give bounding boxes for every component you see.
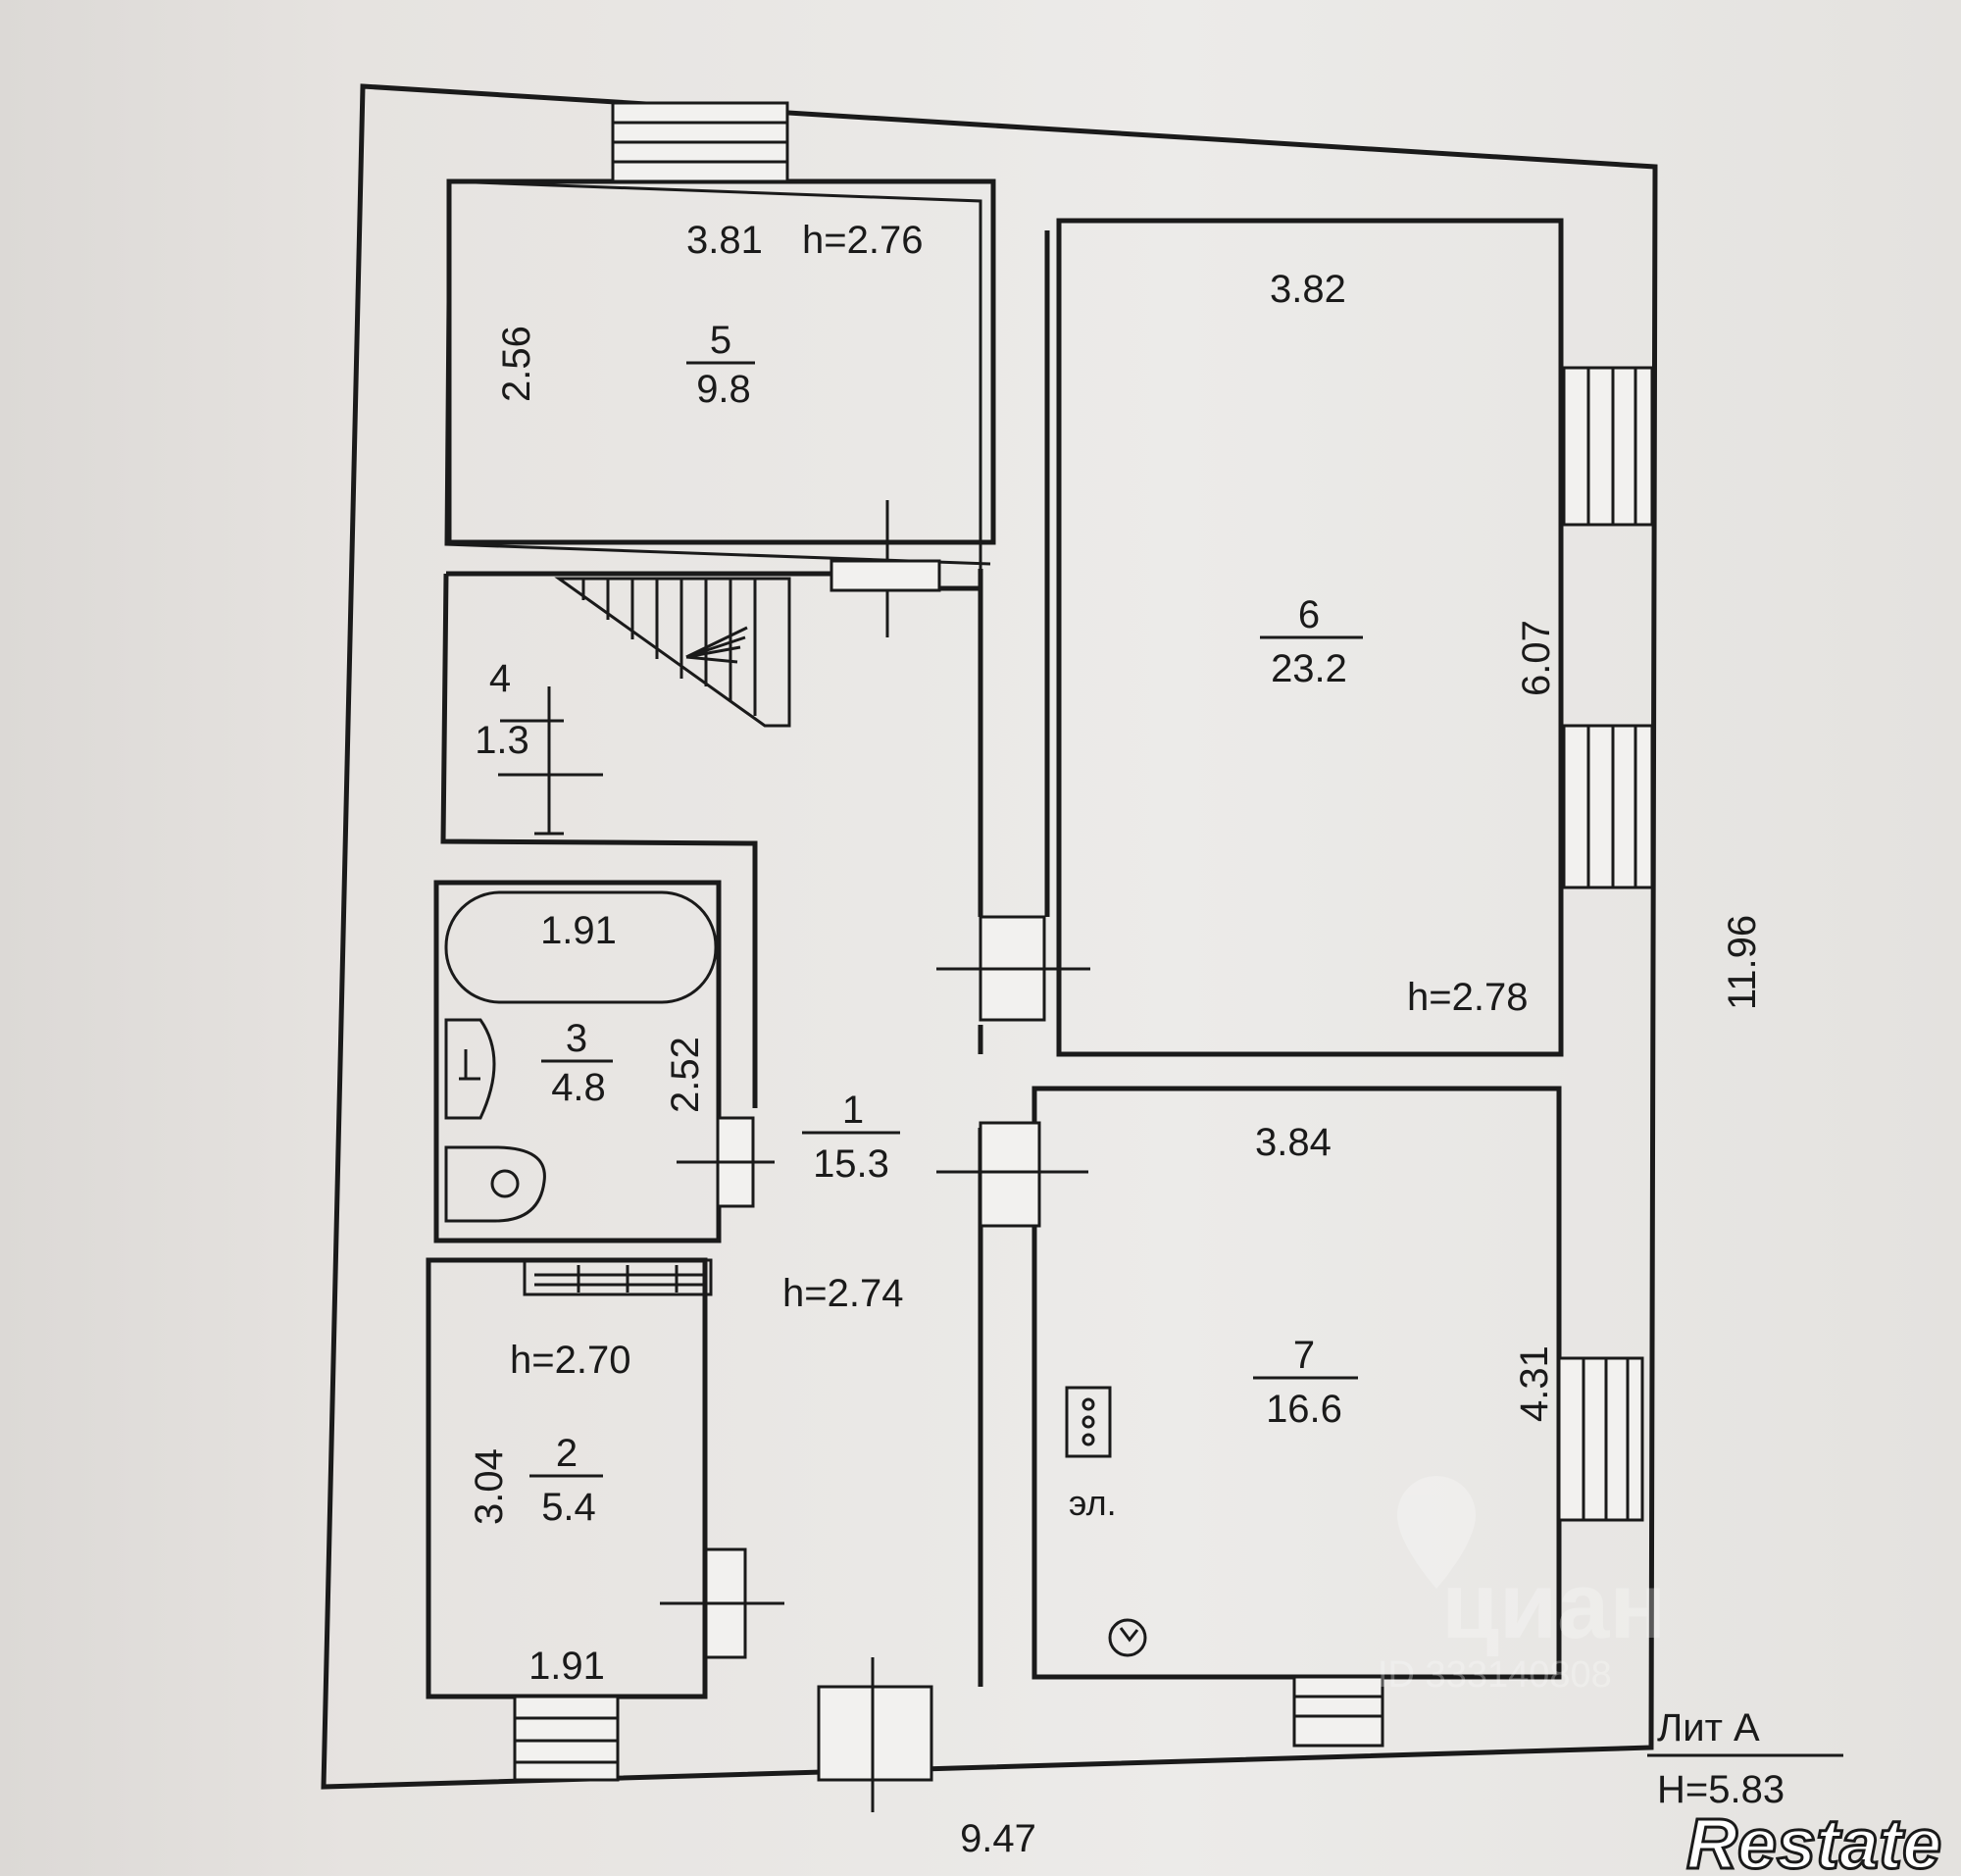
overall-length: 11.96	[1721, 915, 1764, 1010]
room-7-dim-right: 4.31	[1513, 1345, 1556, 1422]
room-3-dim-right: 2.52	[664, 1037, 707, 1113]
room-6-height: h=2.78	[1407, 976, 1528, 1019]
room-2-number: 2	[556, 1432, 578, 1475]
room-6-number: 6	[1298, 593, 1320, 636]
room-6-area: 23.2	[1271, 647, 1347, 690]
stove-icon	[1065, 1386, 1112, 1458]
room-7-area: 16.6	[1266, 1388, 1342, 1431]
room-5-dim-left: 2.56	[495, 326, 538, 402]
sink-icon	[444, 1018, 496, 1120]
window-bottom-right	[1292, 1675, 1384, 1748]
room-6-dim-top: 3.82	[1270, 268, 1346, 311]
room-3-number: 3	[566, 1017, 587, 1060]
room-1-number: 1	[842, 1089, 864, 1132]
overall-width: 9.47	[960, 1817, 1036, 1860]
outer-wall	[321, 83, 1658, 1790]
room-2-area: 5.4	[541, 1486, 596, 1529]
cian-text: циан	[1441, 1553, 1666, 1658]
room-3-dim-top: 1.91	[540, 909, 617, 952]
room-5-number: 5	[710, 319, 731, 362]
room-1-area: 15.3	[813, 1142, 889, 1186]
room-7-note: эл.	[1069, 1483, 1117, 1523]
window-bottom-left	[513, 1695, 620, 1782]
room-3-outline	[433, 880, 722, 1243]
room-5-dim-top: 3.81	[686, 219, 763, 262]
room-5-area: 9.8	[696, 368, 751, 411]
window-right-2	[1562, 724, 1654, 889]
cian-id: ID 333140808	[1378, 1654, 1612, 1696]
room-7-dim-top: 3.84	[1255, 1121, 1332, 1164]
window-right-1	[1562, 366, 1654, 527]
radiator-icon	[523, 1258, 713, 1296]
room-5-height: h=2.76	[802, 219, 923, 262]
toilet-icon	[444, 1145, 546, 1223]
entrance-door	[817, 1685, 933, 1782]
room-1-height: h=2.74	[782, 1272, 903, 1315]
door-7	[979, 1121, 1041, 1228]
stair-treads	[581, 579, 757, 716]
room-4-number: 4	[489, 657, 511, 700]
location-pin-icon	[1397, 1476, 1476, 1589]
corridor-walls	[978, 230, 1050, 1687]
room-2-height: h=2.70	[510, 1339, 630, 1382]
restate-text: Restate	[1686, 1805, 1941, 1876]
room-6-outline	[1056, 218, 1564, 1057]
bathtub-icon	[444, 890, 718, 1004]
room-4-area: 1.3	[475, 719, 529, 762]
room-2-dim-left: 3.04	[468, 1448, 511, 1525]
room-2-dim-bottom: 1.91	[528, 1645, 605, 1688]
room-7-number: 7	[1293, 1334, 1315, 1377]
meter-icon	[1108, 1618, 1147, 1657]
room-4-outline	[440, 571, 980, 1108]
restate-watermark: Restate	[1685, 1804, 1943, 1876]
lit-label: Лит А	[1657, 1706, 1760, 1749]
room-6-dim-right: 6.07	[1515, 620, 1558, 696]
window-right-3	[1557, 1356, 1644, 1522]
building-height: H=5.83	[1657, 1768, 1785, 1811]
room-3-area: 4.8	[551, 1066, 606, 1109]
stairs	[554, 577, 791, 728]
cian-watermark: циан ID 333140808	[1378, 1476, 1666, 1696]
